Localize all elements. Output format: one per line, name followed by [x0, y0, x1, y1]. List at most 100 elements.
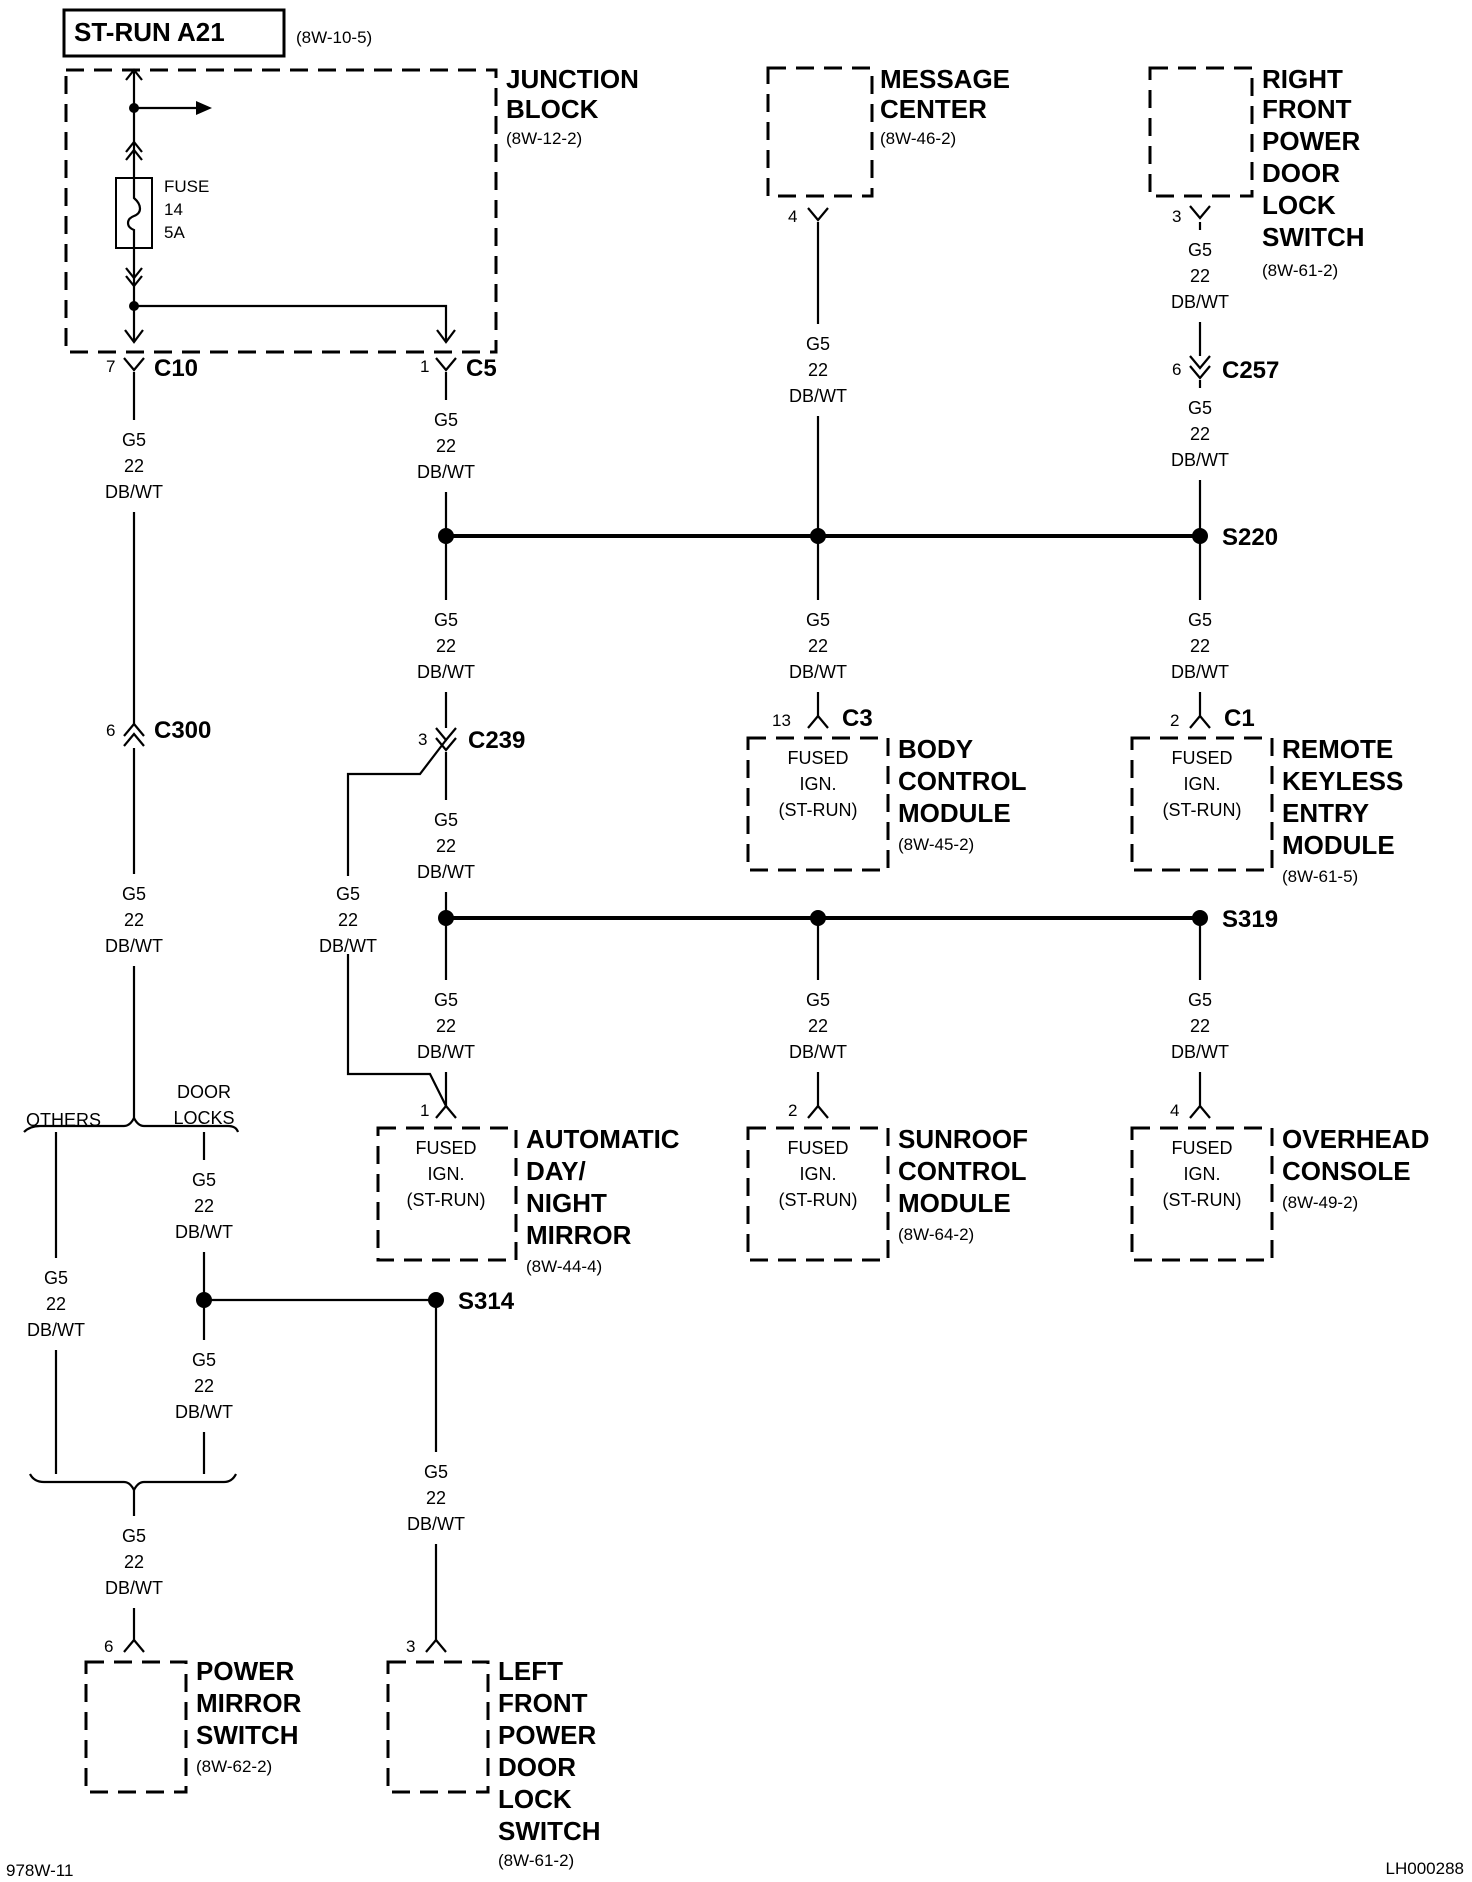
rke-fused-3: (ST-RUN) — [1163, 800, 1242, 820]
lf-door-lock-label-6: SWITCH — [498, 1816, 601, 1846]
wire-label-circuit: G5 — [434, 610, 458, 630]
c1-connector-symbol — [1189, 714, 1211, 729]
wire-label-gauge: 22 — [436, 836, 456, 856]
c300-connector-symbol — [123, 722, 145, 747]
sunroof-label-3: MODULE — [898, 1188, 1011, 1218]
lf-door-lock-label-1: LEFT — [498, 1656, 563, 1686]
wire-label-circuit: G5 — [192, 1170, 216, 1190]
sunroof-fused-1: FUSED — [787, 1138, 848, 1158]
lf-door-lock-label-4: DOOR — [498, 1752, 576, 1782]
lf-door-lock-switch-box — [386, 1660, 490, 1794]
rke-label-1: REMOTE — [1282, 734, 1393, 764]
title-ref: (8W-10-5) — [296, 28, 372, 47]
overhead-pin: 4 — [1170, 1101, 1179, 1120]
rke-fused-2: IGN. — [1183, 774, 1220, 794]
mirror-connector — [435, 1104, 457, 1119]
wire-label-color: DB/WT — [105, 936, 163, 956]
junction-block-internal — [115, 68, 456, 344]
wire-label-color: DB/WT — [175, 1402, 233, 1422]
junction-block-label-1: JUNCTION — [506, 64, 639, 94]
c5-pin: 1 — [420, 357, 429, 376]
wire-label-gauge: 22 — [338, 910, 358, 930]
body-control-module-box — [746, 736, 890, 872]
c5-label: C5 — [466, 355, 497, 382]
sunroof-ref: (8W-64-2) — [898, 1225, 974, 1244]
bcm-fused-1: FUSED — [787, 748, 848, 768]
title-box — [62, 8, 286, 58]
wire-label-circuit: G5 — [122, 430, 146, 450]
rf-door-lock-label-1: RIGHT — [1262, 64, 1343, 94]
power-mirror-ref: (8W-62-2) — [196, 1757, 272, 1776]
wire-label-color: DB/WT — [1171, 662, 1229, 682]
sunroof-fused-3: (ST-RUN) — [779, 1190, 858, 1210]
wire-label-gauge: 22 — [124, 1552, 144, 1572]
wire-label-circuit: G5 — [1188, 990, 1212, 1010]
wire-label-circuit: G5 — [44, 1268, 68, 1288]
remote-keyless-entry-box — [1130, 736, 1274, 872]
wire-label-circuit: G5 — [1188, 610, 1212, 630]
wire-label-color: DB/WT — [417, 462, 475, 482]
wire-label-gauge: 22 — [426, 1488, 446, 1508]
c257-pin: 6 — [1172, 360, 1181, 379]
c300-pin: 6 — [106, 721, 115, 740]
wire-label-color: DB/WT — [105, 482, 163, 502]
wire-label-circuit: G5 — [434, 990, 458, 1010]
c239-connector-symbol — [435, 727, 457, 752]
mirror-label-1: AUTOMATIC — [526, 1124, 680, 1154]
wire-label-circuit: G5 — [806, 610, 830, 630]
rf-door-lock-label-4: DOOR — [1262, 158, 1340, 188]
bcm-ref: (8W-45-2) — [898, 835, 974, 854]
wire-label-color: DB/WT — [175, 1222, 233, 1242]
message-center-pin: 4 — [788, 207, 797, 226]
wire-label-gauge: 22 — [1190, 1016, 1210, 1036]
message-center-ref: (8W-46-2) — [880, 129, 956, 148]
sunroof-control-module-box — [746, 1126, 890, 1262]
c239-label: C239 — [468, 727, 525, 754]
wire-label-circuit: G5 — [1188, 240, 1212, 260]
wire-label-color: DB/WT — [105, 1578, 163, 1598]
mirror-fused-3: (ST-RUN) — [407, 1190, 486, 1210]
s319-label: S319 — [1222, 906, 1278, 933]
lf-door-lock-ref: (8W-61-2) — [498, 1851, 574, 1870]
junction-block-label-2: BLOCK — [506, 94, 599, 124]
wire-label-gauge: 22 — [124, 456, 144, 476]
wire-label-color: DB/WT — [1171, 292, 1229, 312]
wire-label-color: DB/WT — [1171, 1042, 1229, 1062]
auto-day-night-mirror-box — [376, 1126, 518, 1262]
overhead-console-box — [1130, 1126, 1274, 1262]
c257-label: C257 — [1222, 357, 1279, 384]
power-mirror-label-2: MIRROR — [196, 1688, 302, 1718]
lf-door-lock-connector — [425, 1638, 447, 1653]
power-mirror-switch-box — [84, 1660, 188, 1794]
wire-label-circuit: G5 — [434, 810, 458, 830]
wire-label-circuit: G5 — [424, 1462, 448, 1482]
c300-label: C300 — [154, 717, 211, 744]
footer-right: LH000288 — [1386, 1859, 1464, 1878]
c257-connector-symbol — [1189, 355, 1211, 380]
wire-label-backdrop — [308, 876, 388, 954]
rf-door-lock-label-6: SWITCH — [1262, 222, 1365, 252]
fuse-label-2: 14 — [164, 200, 183, 219]
wire-label-gauge: 22 — [808, 636, 828, 656]
c1-pin: 2 — [1170, 711, 1179, 730]
rf-door-lock-label-5: LOCK — [1262, 190, 1336, 220]
wire-label-circuit: G5 — [192, 1350, 216, 1370]
sunroof-label-1: SUNROOF — [898, 1124, 1028, 1154]
wire-label-circuit: G5 — [122, 1526, 146, 1546]
overhead-label-1: OVERHEAD — [1282, 1124, 1429, 1154]
rf-door-lock-connector — [1189, 205, 1211, 220]
wire-label-circuit: G5 — [122, 884, 146, 904]
message-center-label-2: CENTER — [880, 94, 987, 124]
c10-label: C10 — [154, 355, 198, 382]
wire-label-gauge: 22 — [1190, 636, 1210, 656]
overhead-label-2: CONSOLE — [1282, 1156, 1411, 1186]
sunroof-pin: 2 — [788, 1101, 797, 1120]
rf-door-lock-ref: (8W-61-2) — [1262, 261, 1338, 280]
title-text: ST-RUN A21 — [74, 17, 225, 47]
lower-brace — [29, 1473, 237, 1493]
wire-label-color: DB/WT — [417, 1042, 475, 1062]
wire-label-color: DB/WT — [789, 662, 847, 682]
rf-door-lock-label-2: FRONT — [1262, 94, 1352, 124]
rke-label-3: ENTRY — [1282, 798, 1369, 828]
wire-label-circuit: G5 — [434, 410, 458, 430]
